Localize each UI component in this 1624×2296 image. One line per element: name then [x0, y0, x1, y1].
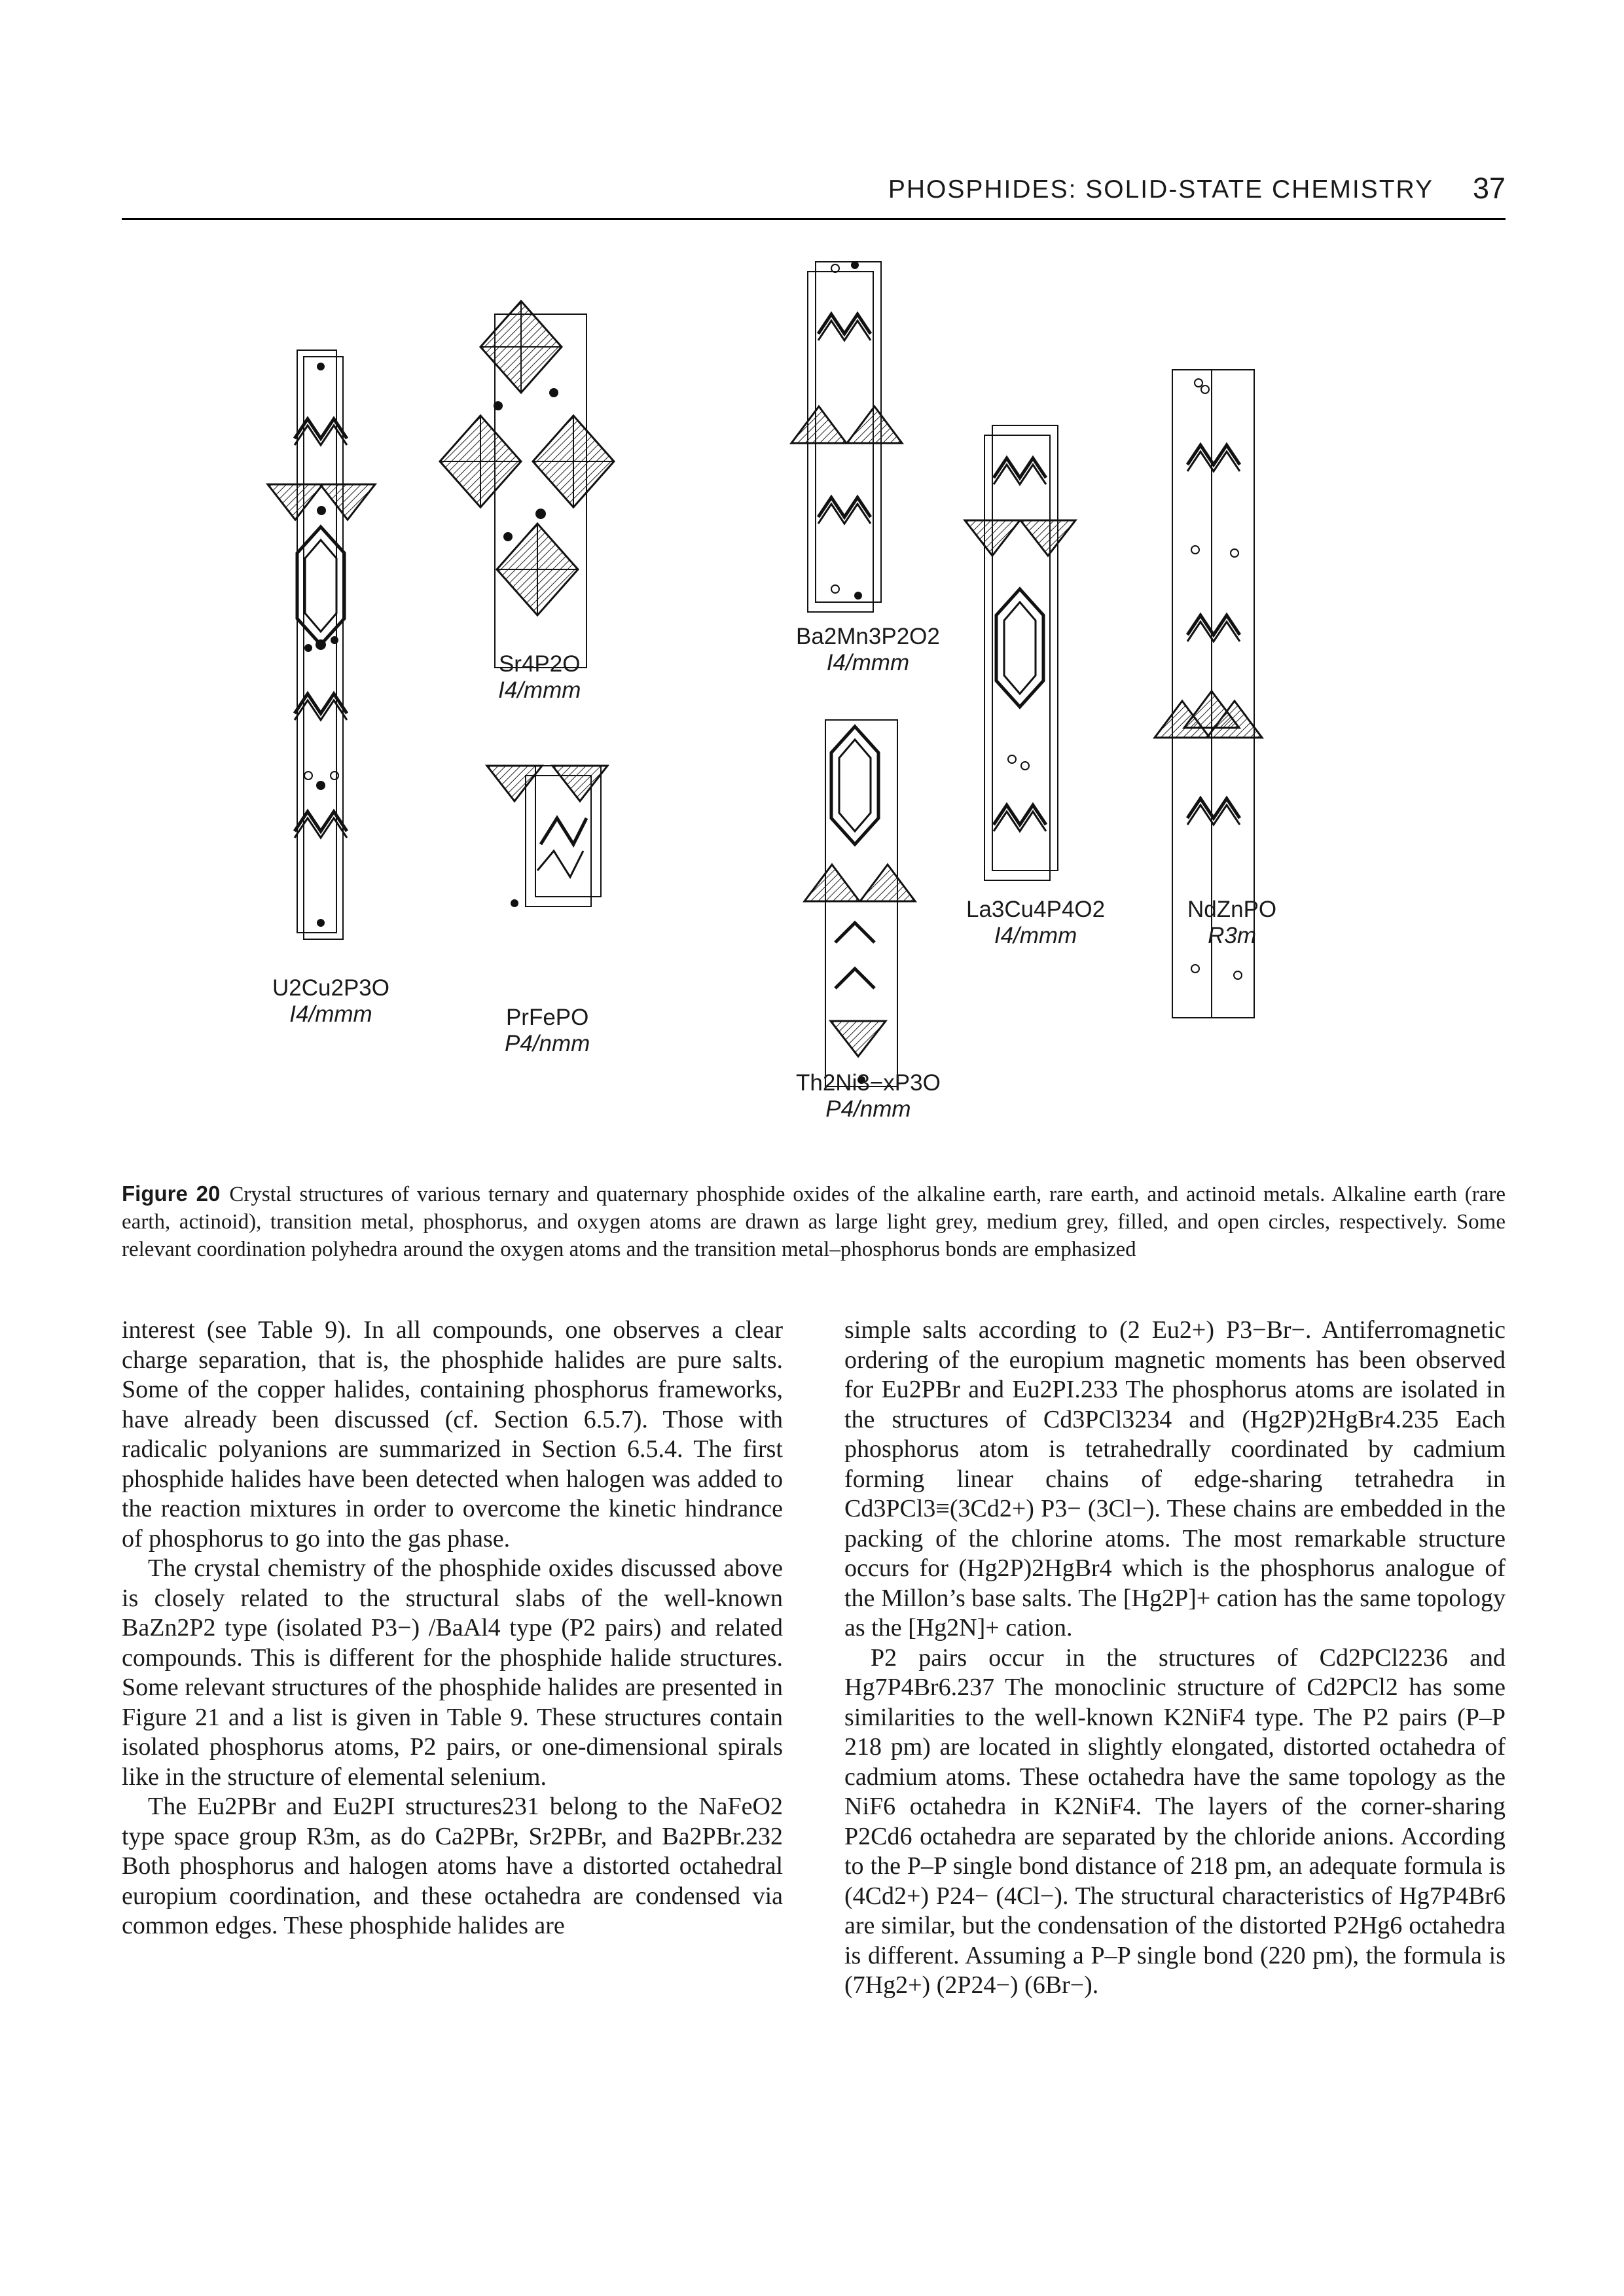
formula: Ba2Mn3P2O2 [796, 624, 940, 649]
formula: U2Cu2P3O [272, 975, 389, 1001]
space-group: I4/mmm [994, 923, 1077, 948]
page-number: 37 [1472, 171, 1506, 205]
caption-label: Figure 20 [122, 1181, 221, 1206]
structure-la3cu4p4o2 [964, 425, 1077, 881]
running-title: PHOSPHIDES: SOLID-STATE CHEMISTRY [888, 175, 1434, 204]
label-u2cu2p3o: U2Cu2P3O I4/mmm [272, 975, 389, 1028]
structure-th2ni3xp3o [803, 719, 916, 1087]
paragraph: The Eu2PBr and Eu2PI structures231 belon… [122, 1793, 783, 1939]
header-rule [122, 218, 1506, 220]
paragraph: The crystal chemistry of the phosphide o… [122, 1554, 783, 1791]
space-group: I4/mmm [498, 677, 581, 703]
paragraph: simple salts according to (2 Eu2+) P3−Br… [844, 1316, 1506, 1641]
formula: PrFePO [505, 1005, 589, 1030]
label-ba2mn3p2o2: Ba2Mn3P2O2 I4/mmm [796, 624, 940, 676]
space-group: I4/mmm [826, 650, 910, 675]
space-group: P4/nmm [505, 1031, 590, 1056]
space-group: P4/nmm [825, 1096, 911, 1122]
space-group: I4/mmm [289, 1001, 372, 1027]
label-la3cu4p4o2: La3Cu4P4O2 I4/mmm [966, 897, 1105, 949]
formula: La3Cu4P4O2 [966, 897, 1106, 922]
body-left-column: interest (see Table 9). In all compounds… [122, 1316, 783, 1941]
body-right-column: simple salts according to (2 Eu2+) P3−Br… [844, 1316, 1506, 2001]
space-group: R3m [1208, 923, 1257, 948]
label-sr4p2o: Sr4P2O I4/mmm [498, 651, 581, 704]
paragraph: interest (see Table 9). In all compounds… [122, 1316, 783, 1552]
figure-20: U2Cu2P3O I4/mmm Sr4P2O I4/mmm PrFePO P4/… [122, 242, 1506, 1145]
formula: Sr4P2O [498, 651, 581, 677]
structure-sr4p2o [439, 300, 615, 668]
label-prfepo: PrFePO P4/nmm [505, 1005, 590, 1057]
label-th2ni3xp3o: Th2Ni3−xP3O P4/nmm [796, 1070, 941, 1122]
crystal-structure-drawings [266, 261, 1263, 1087]
structure-ndznpo [1153, 369, 1263, 1018]
structure-ba2mn3p2o2 [790, 261, 903, 613]
formula: NdZnPO [1187, 897, 1277, 922]
running-header: PHOSPHIDES: SOLID-STATE CHEMISTRY 37 [122, 171, 1506, 217]
formula: Th2Ni3−xP3O [796, 1070, 941, 1096]
label-ndznpo: NdZnPO R3m [1187, 897, 1276, 949]
paragraph: P2 pairs occur in the structures of Cd2P… [844, 1643, 1506, 2000]
caption-text: Crystal structures of various ternary an… [122, 1183, 1506, 1261]
structure-prfepo [486, 764, 609, 907]
structure-u2cu2p3o [266, 350, 376, 940]
